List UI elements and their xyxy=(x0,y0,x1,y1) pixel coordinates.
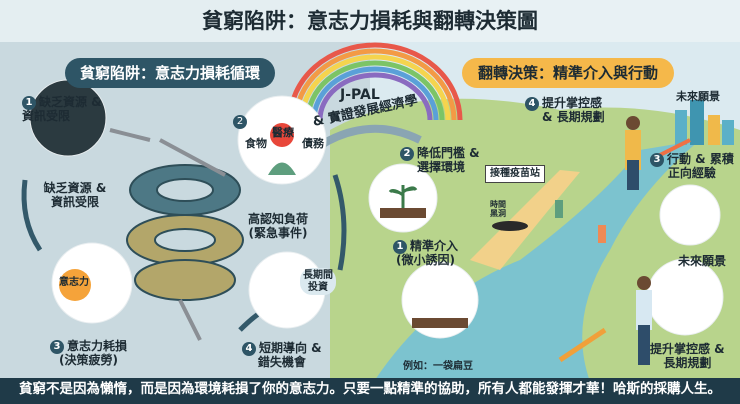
orange-arrow xyxy=(558,327,607,363)
city xyxy=(675,100,734,145)
example-label: 例如：一袋扁豆 xyxy=(403,361,473,372)
future-vision-label-2: 未來願景 xyxy=(678,254,727,268)
footer-message: 貧窮不是因為懶惰，而是因為環境耗損了你的意志力。只要一點精準的協助，所有人都能發… xyxy=(19,381,721,397)
growth-arrow xyxy=(659,138,691,157)
vaccine-sign: 接種疫苗站 xyxy=(485,165,545,183)
tag-medical: 醫療 xyxy=(272,126,294,139)
time-hole-label: 時間黑洞 xyxy=(490,200,506,219)
page-title: 貧窮陷阱：意志力損耗與翻轉決策圖 xyxy=(202,9,538,33)
balloon-label: 意志力 xyxy=(59,277,89,288)
broken-chain xyxy=(109,128,226,341)
time-hole xyxy=(492,221,528,231)
people xyxy=(555,116,652,365)
plants xyxy=(380,185,468,328)
gears xyxy=(126,164,244,301)
path xyxy=(470,170,580,270)
willpower-balloon xyxy=(59,269,91,301)
right-bottom-caption: 提升掌控感 &長期規劃 xyxy=(650,342,725,370)
left-step-1-caption: 缺乏資源 & 資訊受限 xyxy=(43,181,107,209)
left-step-2-caption: 高認知負荷(緊急事件) xyxy=(248,212,309,240)
step-number: 1 xyxy=(22,96,36,110)
bridge-label-1: J-PAL xyxy=(340,87,380,103)
left-heading: 貧窮陷阱：意志力損耗循環 xyxy=(65,58,275,88)
thought-bubble: 長期間投資 xyxy=(300,268,336,295)
stressed-head xyxy=(270,123,294,147)
right-heading: 翻轉決策：精準介入與行動 xyxy=(462,58,674,88)
step-number: 2 xyxy=(233,115,247,129)
tag-food: 食物 xyxy=(245,137,267,150)
future-vision-label: 未來願景 xyxy=(676,90,720,103)
tag-debt: 債務 xyxy=(302,137,324,150)
rainbow xyxy=(287,42,463,121)
